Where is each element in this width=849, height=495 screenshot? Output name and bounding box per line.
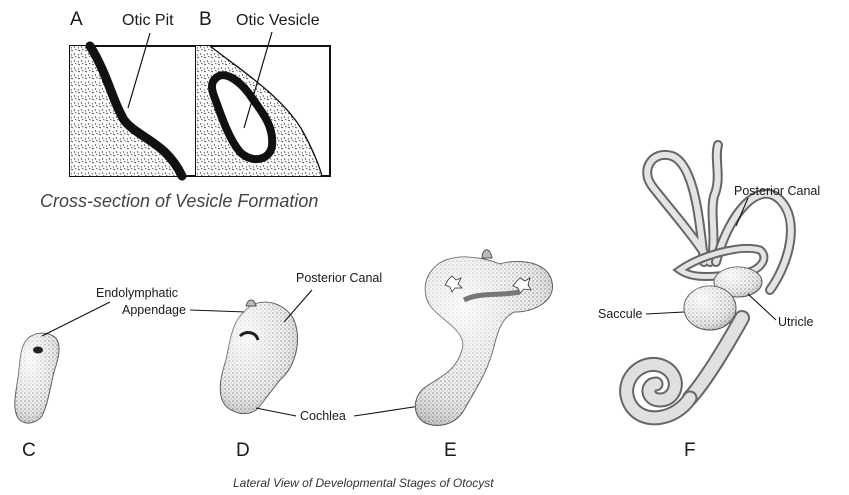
stage-c: C	[15, 333, 59, 461]
stage-c-pit	[33, 347, 43, 354]
cochlea-leader-d	[256, 408, 296, 416]
stage-d: D	[220, 300, 297, 461]
saccule-leader	[646, 312, 684, 314]
panel-a: A Otic Pit	[70, 9, 196, 176]
posterior-canal-label-f: Posterior Canal	[734, 184, 820, 198]
caption-top: Cross-section of Vesicle Formation	[40, 191, 318, 211]
stage-e: E	[415, 250, 552, 461]
stage-d-appendage	[246, 300, 256, 306]
cochlea-leader-e	[354, 406, 420, 416]
saccule-label: Saccule	[598, 307, 643, 321]
panel-b: B Otic Vesicle	[196, 9, 330, 176]
endolymphatic-leader-c	[42, 302, 110, 336]
posterior-canal-label-d: Posterior Canal	[296, 271, 382, 285]
utricle-label: Utricle	[778, 315, 813, 329]
panel-letter-d: D	[236, 440, 250, 461]
panel-letter-e: E	[444, 440, 457, 461]
cochlear-duct-f-fill	[690, 318, 742, 398]
otic-vesicle-label: Otic Vesicle	[236, 12, 320, 29]
panel-letter-a: A	[70, 9, 83, 30]
stage-d-shading	[220, 302, 297, 413]
panel-letter-c: C	[22, 440, 36, 461]
stage-e-appendage	[482, 250, 492, 258]
panel-letter-f: F	[684, 440, 696, 461]
endolymphatic-label-line2: Appendage	[122, 303, 186, 317]
stage-e-shading	[415, 257, 552, 425]
utricle-leader	[748, 294, 776, 320]
posterior-canal-leader-d	[284, 290, 312, 322]
otic-pit-label: Otic Pit	[122, 12, 174, 29]
saccule-shading	[684, 286, 736, 330]
endolymphatic-appendage-annotation: Endolymphatic Appendage	[42, 286, 246, 336]
panel-letter-b: B	[199, 9, 212, 30]
endolymphatic-label-line1: Endolymphatic	[96, 286, 178, 300]
cochlea-label: Cochlea	[300, 409, 346, 423]
caption-bottom: Lateral View of Developmental Stages of …	[233, 476, 494, 490]
endolymphatic-leader-d	[190, 310, 246, 312]
